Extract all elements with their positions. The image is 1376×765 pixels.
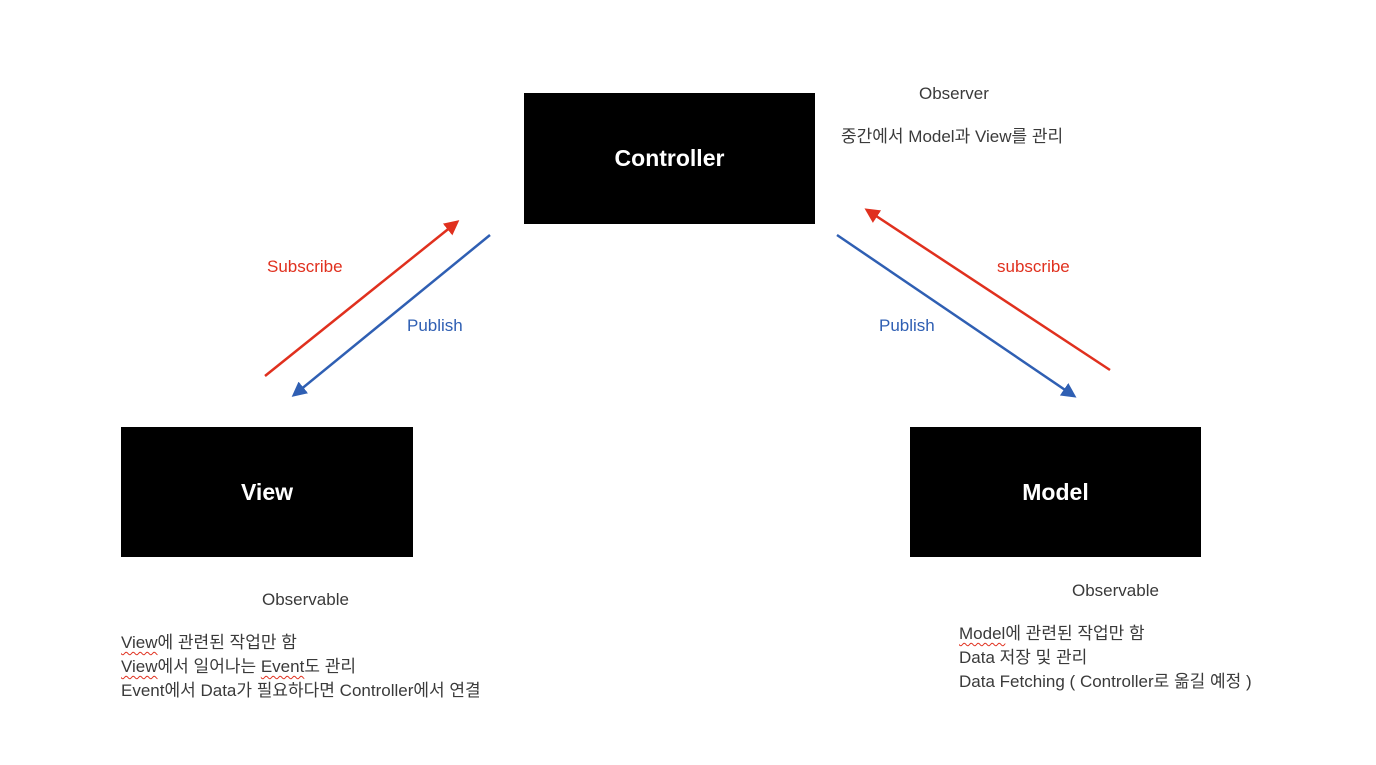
view-box: View bbox=[121, 427, 413, 557]
controller-box: Controller bbox=[524, 93, 815, 224]
view-publish-label: Publish bbox=[407, 316, 463, 335]
model-role: Observable bbox=[1072, 581, 1159, 600]
arrow-model-publish bbox=[836, 233, 1077, 398]
view-description-line: View에 관련된 작업만 함 bbox=[121, 631, 481, 655]
model-label: Model bbox=[1022, 478, 1089, 505]
view-label: View bbox=[241, 478, 293, 505]
model-description-text: 에 관련된 작업만 함 bbox=[1005, 624, 1145, 643]
view-description-text: 에서 일어나는 bbox=[157, 657, 261, 676]
arrow-view-subscribe bbox=[264, 220, 460, 377]
view-description-list: View에 관련된 작업만 함 View에서 일어나는 Event도 관리 Ev… bbox=[121, 631, 481, 703]
model-subscribe-label: subscribe bbox=[997, 257, 1070, 276]
model-description-line: Data Fetching ( Controller로 옮길 예정 ) bbox=[959, 672, 1252, 691]
view-subscribe-label: Subscribe bbox=[267, 257, 343, 276]
arrow-model-subscribe bbox=[864, 208, 1111, 372]
model-publish-label: Publish bbox=[879, 316, 935, 335]
view-description-text: 에 관련된 작업만 함 bbox=[157, 633, 297, 652]
spellcheck-word: View bbox=[121, 657, 158, 676]
model-description-list: Model에 관련된 작업만 함 Data 저장 및 관리 Data Fetch… bbox=[959, 622, 1252, 694]
model-description-line: Model에 관련된 작업만 함 bbox=[959, 622, 1252, 646]
model-box: Model bbox=[910, 427, 1201, 557]
spellcheck-word: View bbox=[121, 633, 158, 652]
controller-label: Controller bbox=[614, 145, 725, 171]
view-role: Observable bbox=[262, 590, 349, 609]
arrow-view-publish bbox=[291, 234, 491, 397]
controller-role: Observer bbox=[919, 84, 989, 103]
model-description-line: Data 저장 및 관리 bbox=[959, 648, 1088, 667]
controller-description: 중간에서 Model과 View를 관리 bbox=[841, 127, 1064, 146]
spellcheck-word: Event bbox=[260, 657, 305, 676]
view-description-line: Event에서 Data가 필요하다면 Controller에서 연결 bbox=[121, 681, 481, 700]
spellcheck-word: Model bbox=[959, 624, 1006, 643]
view-description-line: View에서 일어나는 Event도 관리 bbox=[121, 655, 481, 679]
view-description-text: 도 관리 bbox=[304, 657, 356, 676]
